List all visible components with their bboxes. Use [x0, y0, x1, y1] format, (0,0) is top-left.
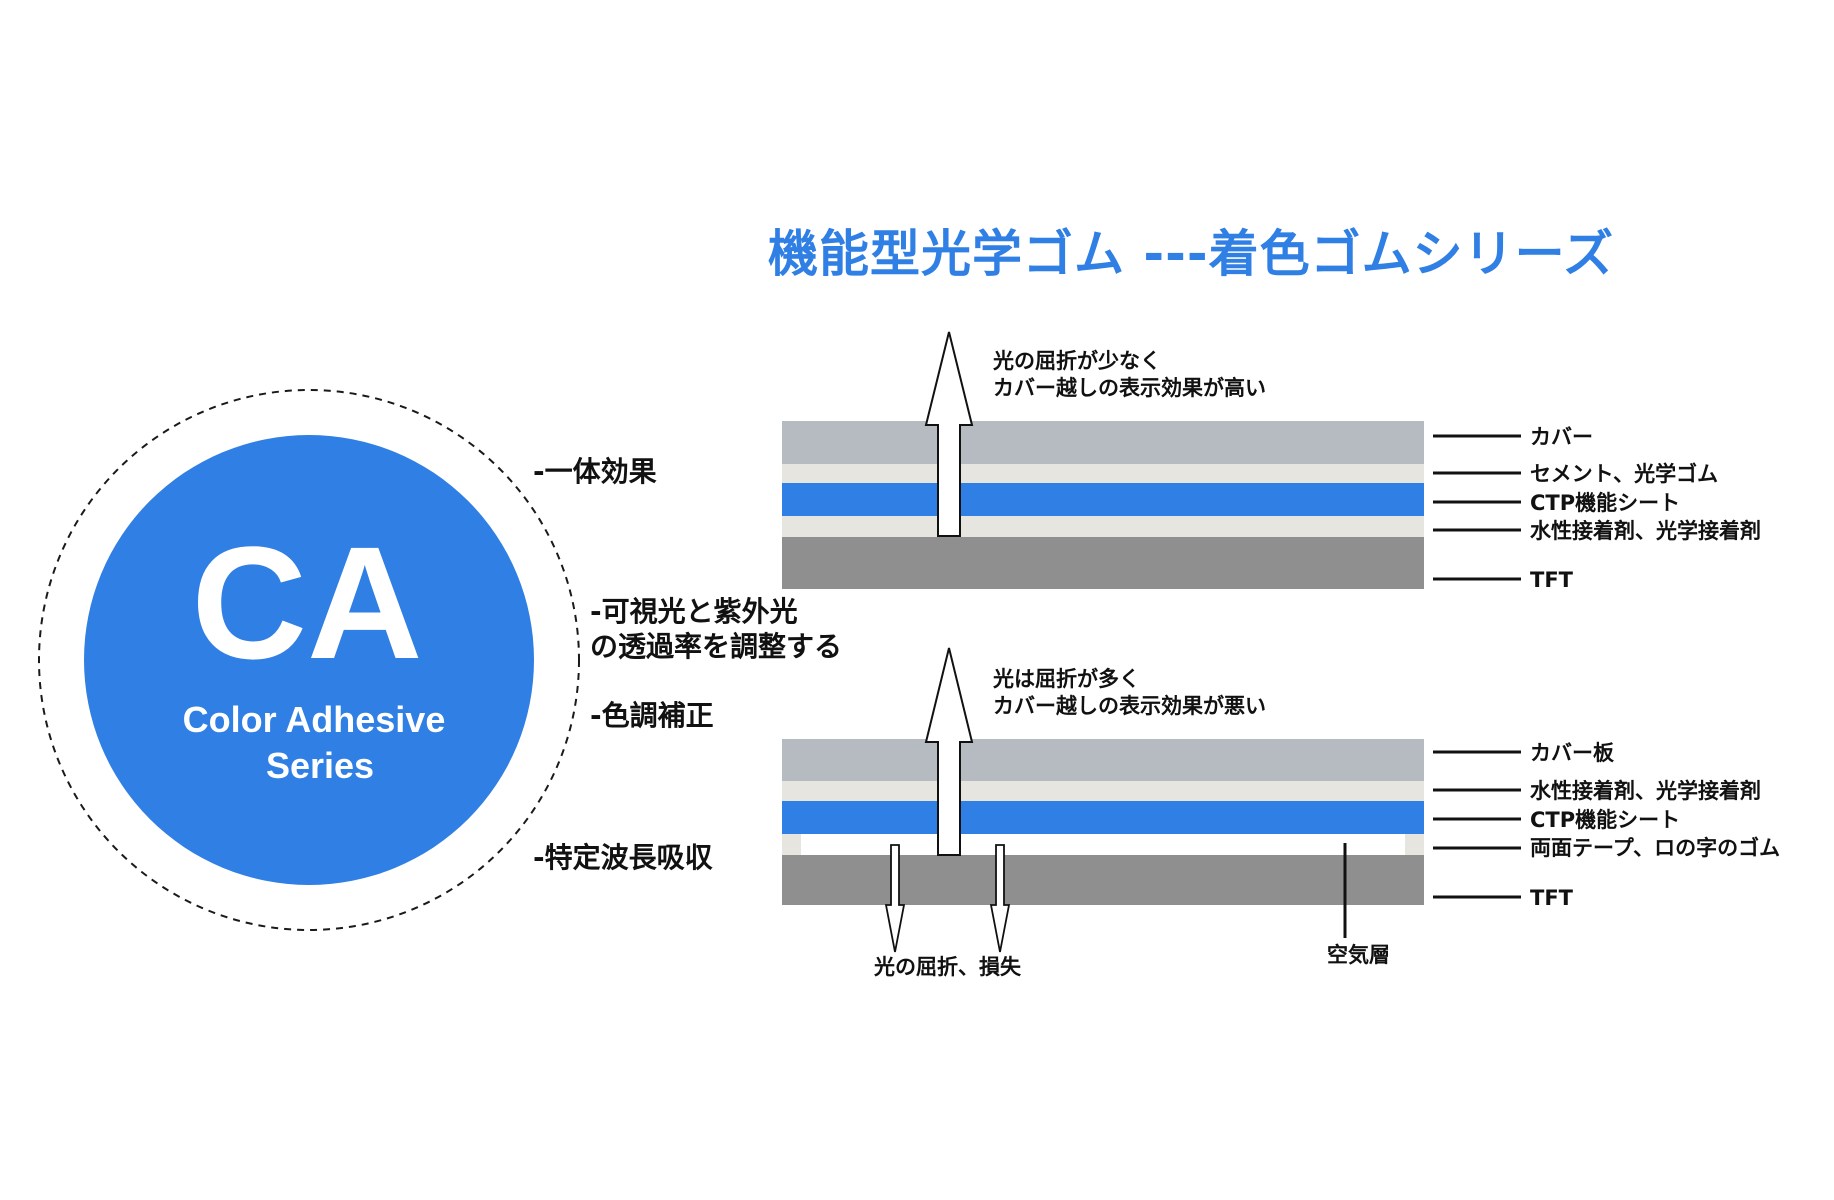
bottom-cover-layer: [782, 739, 1424, 781]
bottom-tft-layer: [782, 855, 1424, 905]
dashed-outer-ring: [38, 389, 580, 931]
feature-transmittance-line2: の透過率を調整する: [590, 630, 843, 663]
top-adhesive-layer: [782, 516, 1424, 537]
top-tft-layer: [782, 537, 1424, 589]
logo-sub-line2: Series: [266, 745, 374, 786]
loss-arrow-right-icon: [989, 844, 1011, 953]
top-light-arrow-icon: [924, 331, 974, 537]
bottom-tape-right: [1405, 834, 1424, 855]
top-cover-layer: [782, 421, 1424, 464]
top-label-cover: カバー: [1530, 425, 1593, 449]
logo-circle: [84, 435, 534, 885]
bottom-layer-stack: [782, 647, 1521, 953]
top-label-tft: TFT: [1530, 568, 1573, 592]
bottom-label-tape: 両面テープ、ロの字のゴム: [1530, 836, 1781, 860]
bottom-adhesive-layer: [782, 781, 1424, 801]
bottom-ctp-layer: [782, 801, 1424, 834]
bottom-note-line2: カバー越しの表示効果が悪い: [993, 694, 1266, 718]
bottom-label-ctp: CTP機能シート: [1530, 808, 1681, 832]
top-layer-stack: [782, 331, 1521, 589]
logo-main-text: CA: [191, 513, 422, 692]
feature-integration: -一体効果: [533, 455, 657, 488]
loss-arrow-left-icon: [884, 844, 906, 953]
top-cement-layer: [782, 464, 1424, 483]
top-label-cement: セメント、光学ゴム: [1530, 462, 1719, 486]
top-label-ctp: CTP機能シート: [1530, 491, 1681, 515]
feature-color-correction: -色調補正: [590, 699, 714, 732]
top-note-line1: 光の屈折が少なく: [993, 349, 1161, 373]
top-note-line2: カバー越しの表示効果が高い: [993, 376, 1266, 400]
bottom-label-tft: TFT: [1530, 886, 1573, 910]
loss-label: 光の屈折、損失: [874, 955, 1021, 979]
top-label-adhesive: 水性接着剤、光学接着剤: [1530, 519, 1761, 543]
feature-transmittance-line1: -可視光と紫外光: [590, 595, 798, 628]
logo-sub-line1: Color Adhesive: [183, 699, 446, 740]
bottom-note-line1: 光は屈折が多く: [993, 667, 1140, 691]
feature-wavelength-absorption: -特定波長吸収: [533, 841, 713, 874]
bottom-tape-left: [782, 834, 801, 855]
bottom-label-adhesive: 水性接着剤、光学接着剤: [1530, 779, 1761, 803]
page-title: 機能型光学ゴム ---着色ゴムシリーズ: [768, 225, 1615, 283]
air-gap-label: 空気層: [1327, 943, 1390, 967]
top-ctp-layer: [782, 483, 1424, 516]
bottom-label-cover: カバー板: [1530, 741, 1614, 765]
bottom-light-arrow-icon: [924, 647, 974, 856]
